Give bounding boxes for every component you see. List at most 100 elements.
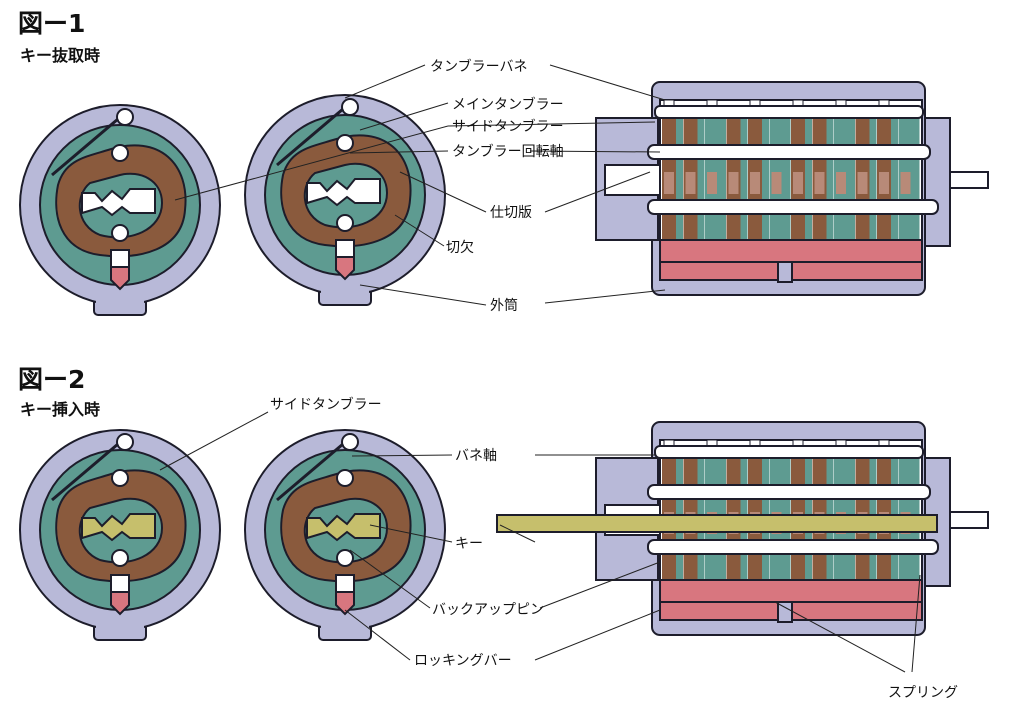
upper-pin-hole	[111, 144, 129, 162]
backup-pin	[336, 214, 354, 232]
leader-line	[447, 121, 656, 127]
keyway	[81, 188, 156, 217]
label-spring: スプリング	[888, 685, 958, 701]
tumbler-spring	[51, 117, 119, 177]
leader-line	[539, 561, 661, 609]
rear-flange	[924, 117, 951, 247]
leader-line	[544, 289, 666, 304]
leader-line	[351, 454, 453, 457]
key-side	[496, 514, 938, 533]
leader-line	[344, 64, 426, 99]
leader-line	[399, 171, 487, 213]
spring-rod	[654, 105, 924, 119]
figure2-title: 図ー2	[18, 365, 86, 394]
tumbler-window	[771, 172, 782, 194]
lower-rod	[647, 539, 939, 555]
tumbler-window	[836, 172, 846, 194]
tumbler-spring	[276, 442, 344, 502]
partition-plate	[891, 118, 898, 268]
label-outer-cylinder: 外筒	[490, 298, 518, 314]
label-main-tumbler: メインタンブラー	[452, 97, 564, 113]
partition-plate	[740, 118, 748, 268]
partition-plate	[783, 118, 791, 268]
stopper	[777, 601, 793, 623]
partition-plate	[848, 118, 855, 268]
tumbler-spring	[276, 107, 344, 167]
label-spring-axis: バネ軸	[455, 448, 497, 464]
label-side-tumbler: サイドタンブラー	[452, 119, 564, 135]
spring-axis	[116, 108, 134, 126]
key-section	[306, 513, 381, 542]
spring-axis	[341, 433, 359, 451]
leader-line	[534, 609, 661, 661]
leader-line	[544, 171, 651, 213]
locking-bar	[110, 266, 130, 291]
backup-pin	[336, 549, 354, 567]
partition-plate	[912, 118, 920, 268]
tumbler-window	[793, 172, 803, 194]
label-notch: 切欠	[446, 240, 474, 256]
figure2-subtitle: キー挿入時	[20, 400, 101, 419]
leader-line	[174, 125, 449, 201]
locking-bar-side	[659, 579, 923, 603]
tail-shaft	[949, 171, 989, 189]
upper-pin-hole	[336, 469, 354, 487]
leader-line	[349, 549, 431, 609]
keyhole-side	[604, 164, 661, 196]
partition-plate	[762, 118, 769, 268]
leader-line	[349, 150, 449, 154]
tumbler-window	[707, 172, 717, 194]
leader-line	[774, 601, 906, 673]
backup-pin	[111, 549, 129, 567]
spring-rod	[654, 445, 924, 459]
tumbler-window	[857, 172, 868, 194]
label-key: キー	[455, 536, 483, 552]
tail-shaft	[949, 511, 989, 529]
locking-bar	[110, 591, 130, 616]
partition-plate	[697, 118, 705, 268]
leader-line	[369, 524, 453, 543]
locking-bar	[335, 256, 355, 281]
leader-line	[344, 609, 411, 661]
tumbler-axis	[647, 484, 931, 500]
tumbler-window	[814, 172, 825, 194]
leader-line	[359, 284, 487, 306]
upper-pin-hole	[336, 134, 354, 152]
tumbler-axis	[647, 144, 931, 160]
keyway	[306, 178, 381, 207]
partition-plate	[676, 118, 683, 268]
leader-line	[529, 150, 661, 153]
leader-line	[911, 574, 921, 673]
label-side-tumbler-2: サイドタンブラー	[270, 397, 382, 413]
partition-plate	[869, 118, 877, 268]
upper-pin-hole	[111, 469, 129, 487]
backup-pin	[111, 224, 129, 242]
locking-bar	[335, 591, 355, 616]
tumbler-window	[664, 172, 674, 194]
leader-line	[499, 524, 536, 543]
lower-rod	[647, 199, 939, 215]
spring-axis	[116, 433, 134, 451]
leader-line	[549, 64, 666, 101]
label-tumbler-axis: タンブラー回転軸	[452, 144, 564, 160]
spring-axis	[341, 98, 359, 116]
tumbler-window	[750, 172, 760, 194]
figure1-title: 図ー1	[18, 9, 86, 38]
label-locking-bar: ロッキングバー	[414, 653, 512, 669]
locking-bar-side	[659, 239, 923, 263]
label-backup-pin: バックアップピン	[432, 602, 544, 618]
tumbler-window	[879, 172, 889, 194]
tumbler-window	[728, 172, 739, 194]
tumbler-window	[900, 172, 911, 194]
leader-line	[159, 411, 269, 471]
label-tumbler-spring: タンブラーバネ	[430, 59, 528, 75]
tumbler-spring	[51, 442, 119, 502]
key-section	[81, 513, 156, 542]
partition-plate	[805, 118, 812, 268]
stopper	[777, 261, 793, 283]
partition-plate	[719, 118, 726, 268]
tumbler-window	[685, 172, 696, 194]
leader-line	[394, 214, 445, 247]
figure1-subtitle: キー抜取時	[20, 46, 101, 65]
